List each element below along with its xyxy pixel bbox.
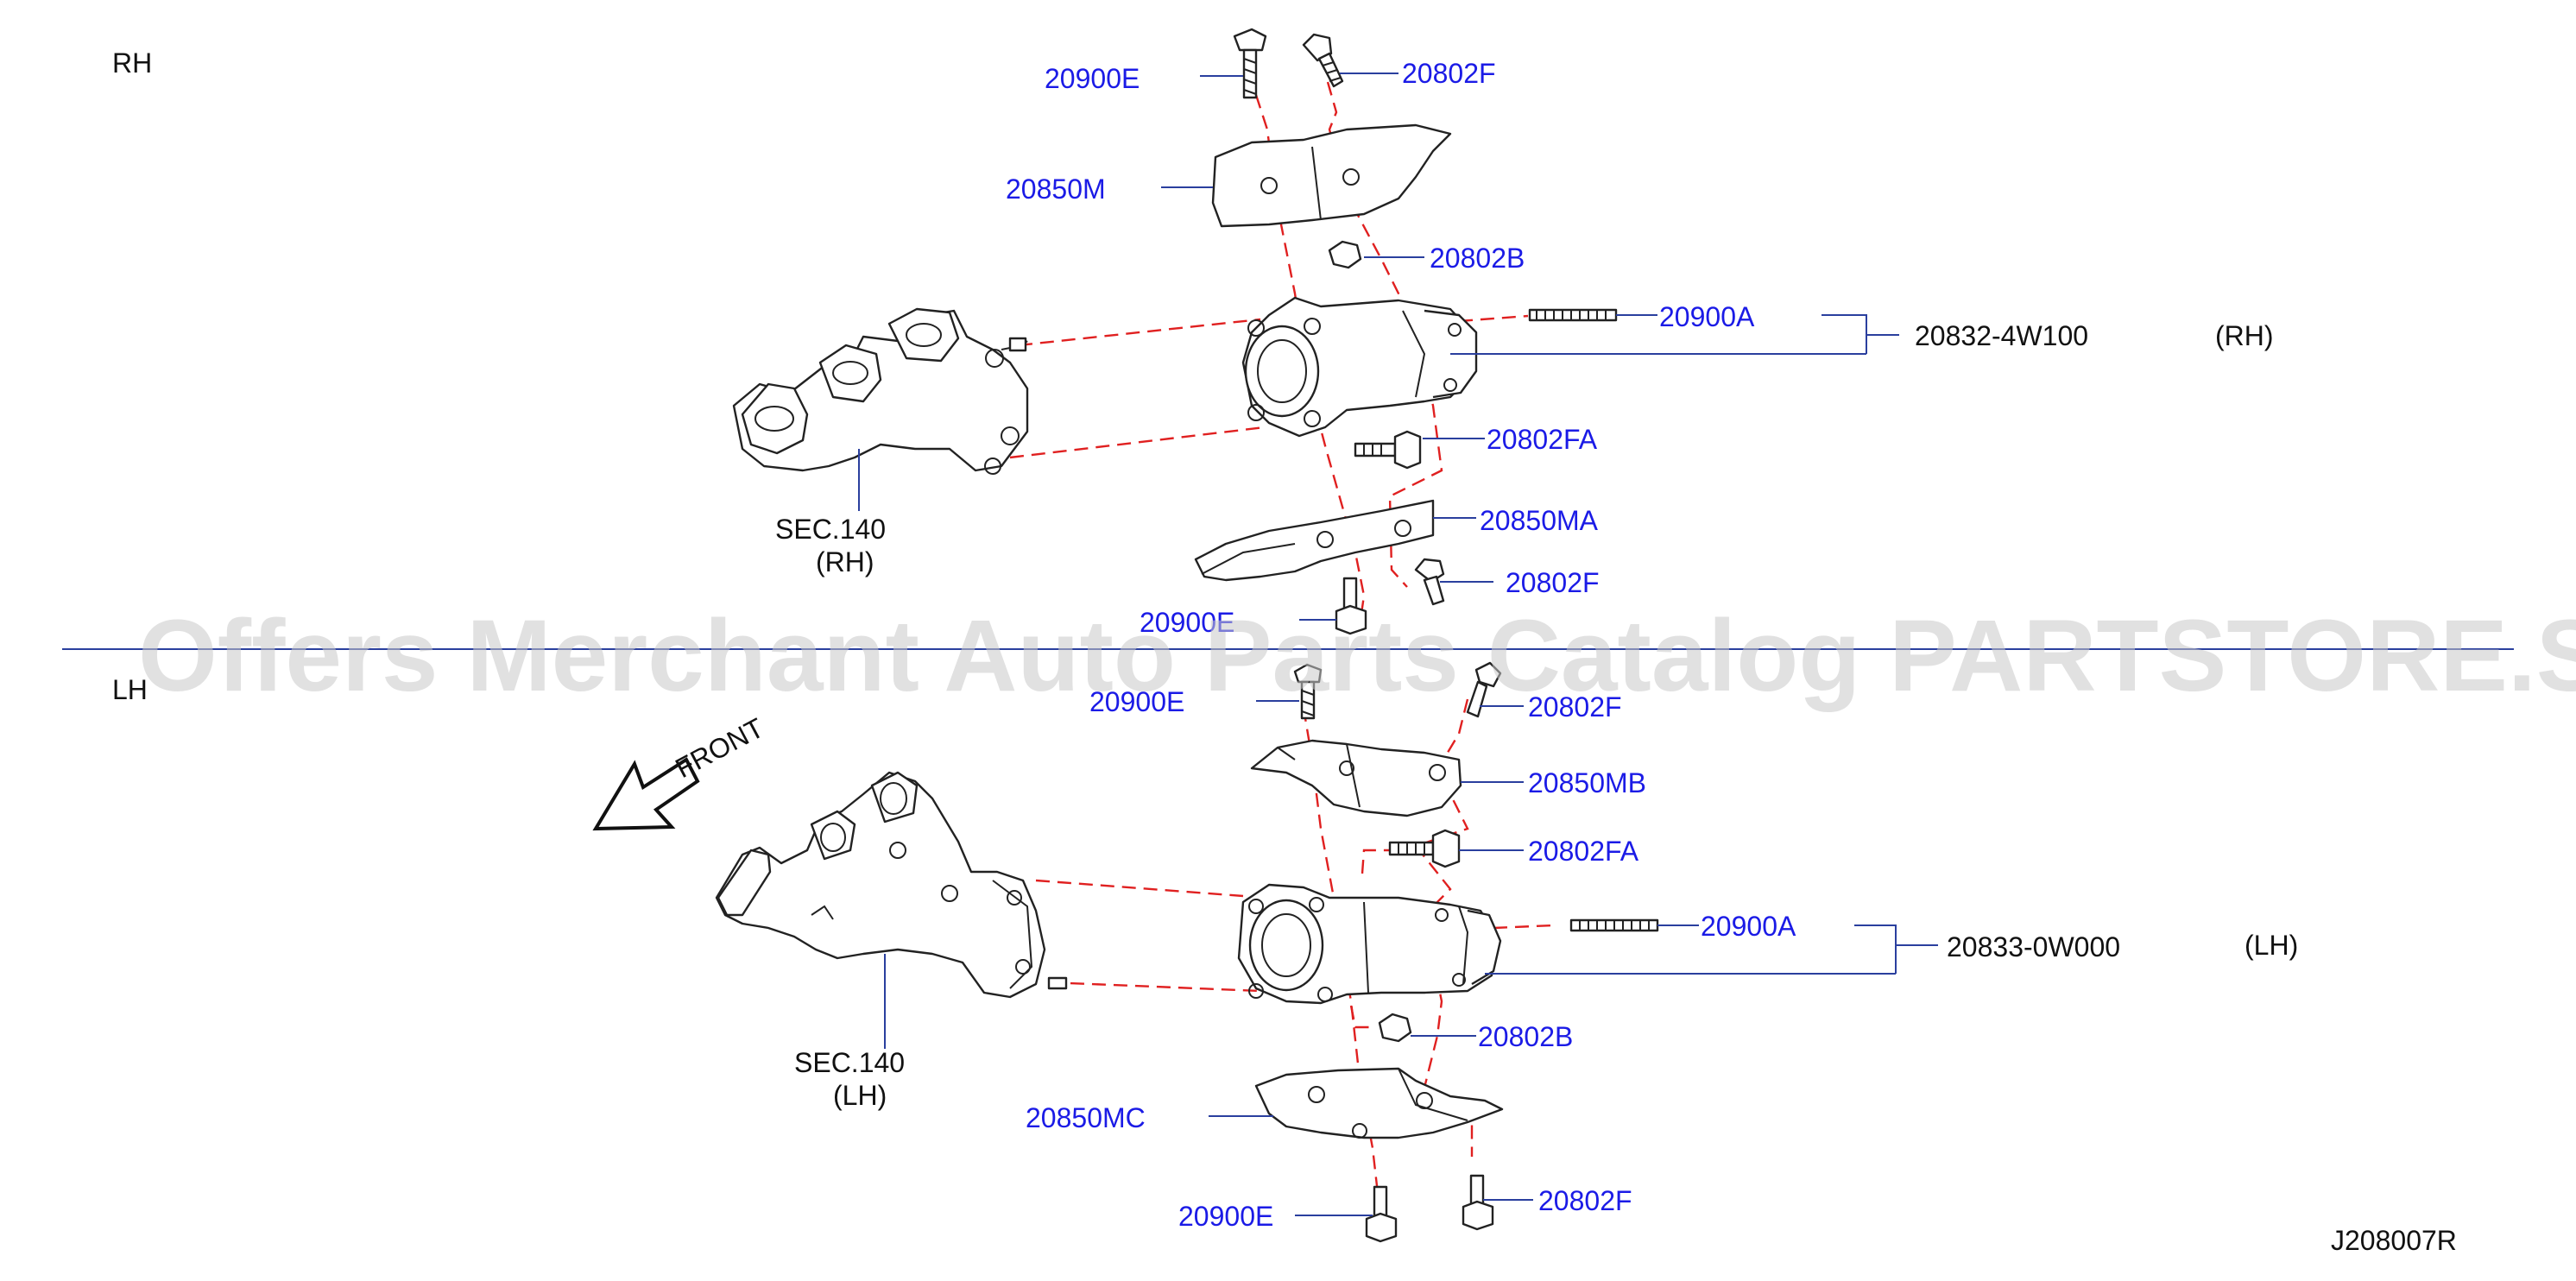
lh-bolt-20900e-top [1293, 663, 1323, 720]
rh-bolt-20900e-top [1233, 28, 1267, 99]
rh-callout-20802f-bottom[interactable]: 20802F [1506, 567, 1600, 598]
rh-callout-20850m[interactable]: 20850M [1006, 174, 1106, 205]
rh-bolt-20802f-top [1302, 33, 1344, 88]
lh-callout-20802b[interactable]: 20802B [1478, 1021, 1573, 1052]
rh-callout-20900e-bottom[interactable]: 20900E [1140, 607, 1234, 638]
lh-assembly-part-number[interactable]: 20833-0W000 [1947, 931, 2120, 962]
rh-nut-20802b [1328, 240, 1362, 269]
lh-callout-20802f-bottom[interactable]: 20802F [1538, 1185, 1632, 1216]
rh-callout-20802f-top[interactable]: 20802F [1402, 58, 1496, 89]
lh-bolt-20802f-top [1466, 661, 1502, 718]
rh-callout-20900a[interactable]: 20900A [1659, 301, 1755, 332]
rh-group: 20900E 20802F 20850M 20802B 20900A 20832… [732, 28, 2274, 638]
lh-callout-20802fa[interactable]: 20802FA [1528, 836, 1639, 867]
watermark-text: Offers Merchant Auto Parts Catalog PARTS… [138, 599, 2576, 713]
lh-nut-20802b [1378, 1013, 1412, 1043]
rh-callout-20850ma[interactable]: 20850MA [1480, 505, 1599, 536]
rh-callout-20900e-top[interactable]: 20900E [1045, 63, 1140, 94]
lh-bolt-20802f-bottom [1462, 1174, 1494, 1231]
lh-callout-20850mb[interactable]: 20850MB [1528, 767, 1646, 798]
rh-exhaust-manifold [732, 307, 1029, 475]
lh-heat-shield-20850mc [1254, 1067, 1504, 1139]
rh-bolt-20802f-bottom [1414, 558, 1445, 606]
lh-group: FRONT 20900E 20802F 20850MB 20802FA 2090… [592, 661, 2298, 1243]
lh-callout-20900e-top[interactable]: 20900E [1089, 686, 1184, 717]
rh-stud-20900a [1528, 308, 1618, 322]
rh-callout-20802fa[interactable]: 20802FA [1487, 424, 1598, 455]
rh-sec-ref[interactable]: SEC.140 [775, 514, 886, 545]
lh-callout-20900a[interactable]: 20900A [1701, 911, 1796, 942]
section-label-rh: RH [112, 47, 152, 79]
rh-catalytic-converter [1241, 296, 1478, 438]
lh-callout-20802f-top[interactable]: 20802F [1528, 691, 1622, 723]
lh-callout-20900e-bottom[interactable]: 20900E [1178, 1201, 1273, 1232]
lh-callout-20850mc[interactable]: 20850MC [1026, 1102, 1146, 1133]
lh-bolt-20802fa [1388, 829, 1461, 868]
lh-assembly-side: (LH) [2245, 930, 2298, 961]
rh-bolt-20802fa [1354, 430, 1422, 470]
rh-assembly-side: (RH) [2215, 320, 2274, 351]
lh-catalytic-converter [1237, 883, 1502, 1005]
lh-heat-shield-20850mb [1250, 739, 1462, 817]
lh-exhaust-manifold [715, 771, 1068, 999]
lh-sec-side: (LH) [833, 1080, 887, 1111]
rh-callout-20802b[interactable]: 20802B [1430, 243, 1525, 274]
rh-bolt-20900e-bottom [1335, 577, 1367, 635]
lh-bolt-20900e-bottom [1365, 1185, 1398, 1243]
rh-heat-shield-20850ma [1194, 499, 1435, 582]
section-label-lh: LH [112, 674, 148, 705]
rh-heat-shield-20850m [1211, 123, 1452, 228]
lh-sec-ref[interactable]: SEC.140 [794, 1047, 905, 1078]
rh-sec-side: (RH) [816, 546, 874, 577]
rh-assembly-part-number[interactable]: 20832-4W100 [1915, 320, 2088, 351]
diagram-id: J208007R [2331, 1225, 2457, 1256]
front-label: FRONT [670, 712, 768, 785]
lh-stud-20900a [1569, 918, 1659, 932]
front-arrow-icon [592, 757, 700, 831]
